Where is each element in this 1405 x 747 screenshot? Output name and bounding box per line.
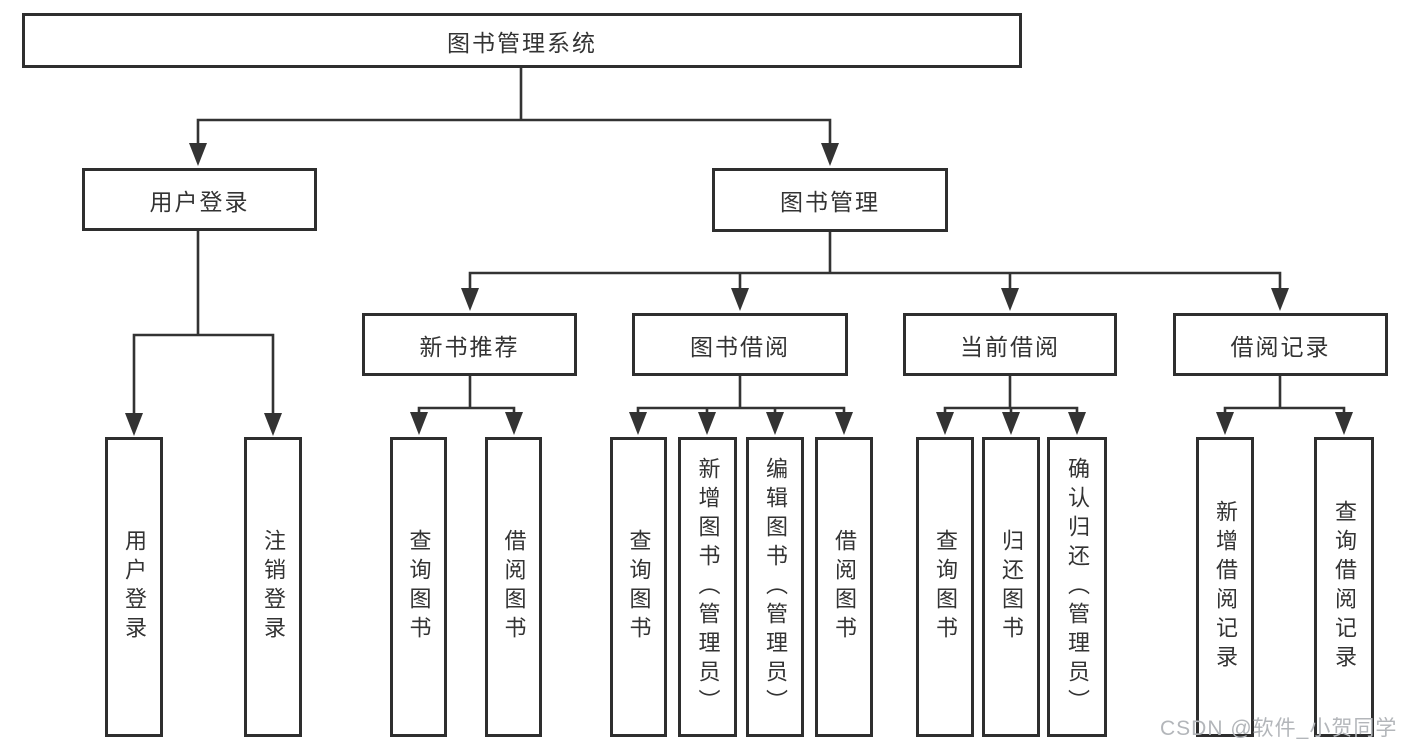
leaf-edit-books-admin: 编辑图书（管理员） — [746, 437, 804, 737]
leaf-add-books-admin: 新增图书（管理员） — [678, 437, 737, 737]
leaf-user-login-label: 用户登录 — [122, 529, 147, 645]
node-root-label: 图书管理系统 — [447, 29, 597, 56]
leaf-add-books-admin-label: 新增图书（管理员） — [695, 456, 721, 718]
arrowheads — [125, 143, 1353, 436]
node-book-management: 图书管理 — [712, 168, 948, 232]
node-root: 图书管理系统 — [22, 13, 1022, 68]
leaf-add-borrow-record: 新增借阅记录 — [1196, 437, 1254, 737]
leaf-borrow-books: 借阅图书 — [815, 437, 873, 737]
node-user-login: 用户登录 — [82, 168, 317, 231]
leaf-logout: 注销登录 — [244, 437, 302, 737]
leaf-recommend-borrow-books-label: 借阅图书 — [501, 529, 527, 645]
node-user-login-label: 用户登录 — [149, 188, 250, 215]
leaf-logout-label: 注销登录 — [261, 529, 286, 645]
leaf-current-query-books: 查询图书 — [916, 437, 974, 737]
node-new-book-recommend-label: 新书推荐 — [419, 333, 520, 360]
leaf-recommend-borrow-books: 借阅图书 — [485, 437, 542, 737]
node-borrow-records-label: 借阅记录 — [1230, 333, 1331, 360]
leaf-confirm-return-admin: 确认归还（管理员） — [1047, 437, 1107, 737]
leaf-query-borrow-record-label: 查询借阅记录 — [1332, 500, 1357, 674]
leaf-return-books-label: 归还图书 — [999, 529, 1024, 645]
node-current-borrow-label: 当前借阅 — [960, 333, 1060, 360]
leaf-borrow-query-books-label: 查询图书 — [626, 529, 652, 645]
leaf-query-borrow-record: 查询借阅记录 — [1314, 437, 1374, 737]
leaf-current-query-books-label: 查询图书 — [933, 529, 958, 645]
node-book-borrow: 图书借阅 — [632, 313, 848, 376]
node-new-book-recommend: 新书推荐 — [362, 313, 577, 376]
leaf-confirm-return-admin-label: 确认归还（管理员） — [1065, 456, 1090, 718]
node-borrow-records: 借阅记录 — [1173, 313, 1388, 376]
leaf-add-borrow-record-label: 新增借阅记录 — [1213, 500, 1238, 674]
leaf-recommend-query-books-label: 查询图书 — [406, 529, 432, 645]
leaf-user-login: 用户登录 — [105, 437, 163, 737]
node-book-borrow-label: 图书借阅 — [690, 333, 790, 360]
csdn-watermark: CSDN @软件_小贺同学 — [1160, 717, 1398, 740]
leaf-return-books: 归还图书 — [982, 437, 1040, 737]
leaf-edit-books-admin-label: 编辑图书（管理员） — [763, 456, 788, 718]
leaf-borrow-books-label: 借阅图书 — [832, 529, 857, 645]
node-current-borrow: 当前借阅 — [903, 313, 1117, 376]
leaf-recommend-query-books: 查询图书 — [390, 437, 447, 737]
node-book-management-label: 图书管理 — [780, 189, 880, 215]
leaf-borrow-query-books: 查询图书 — [610, 437, 667, 737]
